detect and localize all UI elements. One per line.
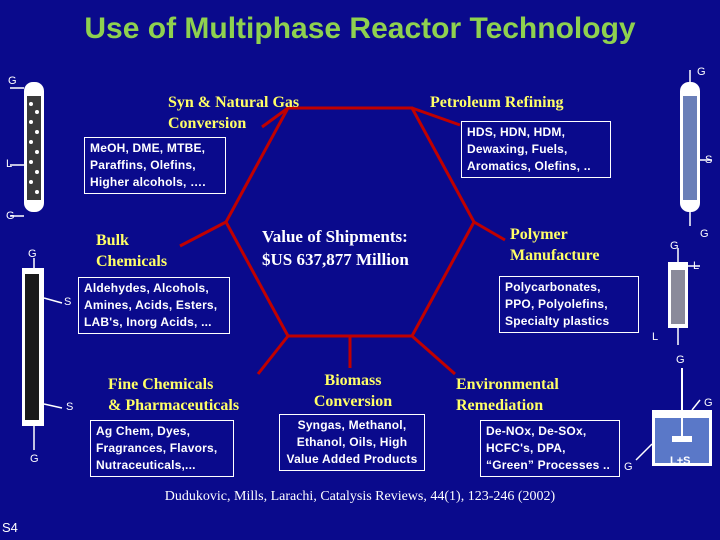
stream-label-g: G (624, 461, 633, 473)
value-of-shipments: Value of Shipments:$US 637,877 Million (262, 227, 409, 269)
stream-label-g: G (700, 228, 709, 240)
citation: Dudukovic, Mills, Larachi, Catalysis Rev… (164, 489, 556, 504)
hexagon-frame (179, 106, 506, 376)
stream-label-ls: L+S (670, 455, 691, 467)
stream-label-g: G (697, 66, 706, 78)
slide-number: S4 (2, 520, 18, 535)
connector-polymer (473, 220, 506, 242)
slurry-column-icon (668, 248, 700, 345)
stream-label-g: G (28, 248, 37, 260)
box-petroleum: HDS, HDN, HDM,Dewaxing, Fuels,Aromatics,… (461, 121, 611, 178)
heading-fine-chemicals: Fine Chemicals& Pharmaceuticals (108, 376, 240, 414)
box-syn-gas: MeOH, DME, MTBE,Paraffins, Olefins,Highe… (84, 137, 226, 194)
stream-label-s: S (64, 296, 72, 308)
stream-label-g: G (676, 354, 685, 366)
page-title: Use of Multiphase Reactor Technology (84, 12, 636, 45)
stream-label-l: L (6, 158, 13, 170)
connector-petro (411, 106, 461, 127)
stream-label-g: G (30, 453, 39, 465)
box-environmental: De-NOx, De-SOx,HCFC's, DPA,“Green” Proce… (480, 420, 620, 477)
connector-bulk (179, 220, 227, 248)
box-fine-chemicals: Ag Chem, Dyes,Fragrances, Flavors,Nutrac… (90, 420, 234, 477)
central-hexagon (224, 106, 476, 338)
stream-label-g: G (6, 210, 15, 222)
heading-petroleum: Petroleum Refining (430, 94, 564, 111)
packed-column-icon (10, 82, 44, 217)
stream-label-s: S (66, 401, 74, 413)
stream-label-g: G (8, 75, 17, 87)
stream-label-g: G (670, 240, 679, 252)
connector-syn (261, 106, 289, 129)
connector-env (411, 334, 456, 376)
stirred-tank-icon (635, 368, 712, 466)
connector-fine (256, 335, 290, 375)
bubble-column-icon (680, 70, 712, 226)
box-polymer: Polycarbonates,PPO, Polyolefins,Specialt… (499, 276, 639, 333)
stream-label-g: G (704, 397, 713, 409)
stream-label-s: S (705, 154, 713, 166)
riser-column-icon (22, 258, 63, 450)
stream-label-l: L (652, 331, 659, 343)
box-bulk-chemicals: Aldehydes, Alcohols,Amines, Acids, Ester… (78, 277, 230, 334)
stream-label-l: L (693, 260, 700, 272)
